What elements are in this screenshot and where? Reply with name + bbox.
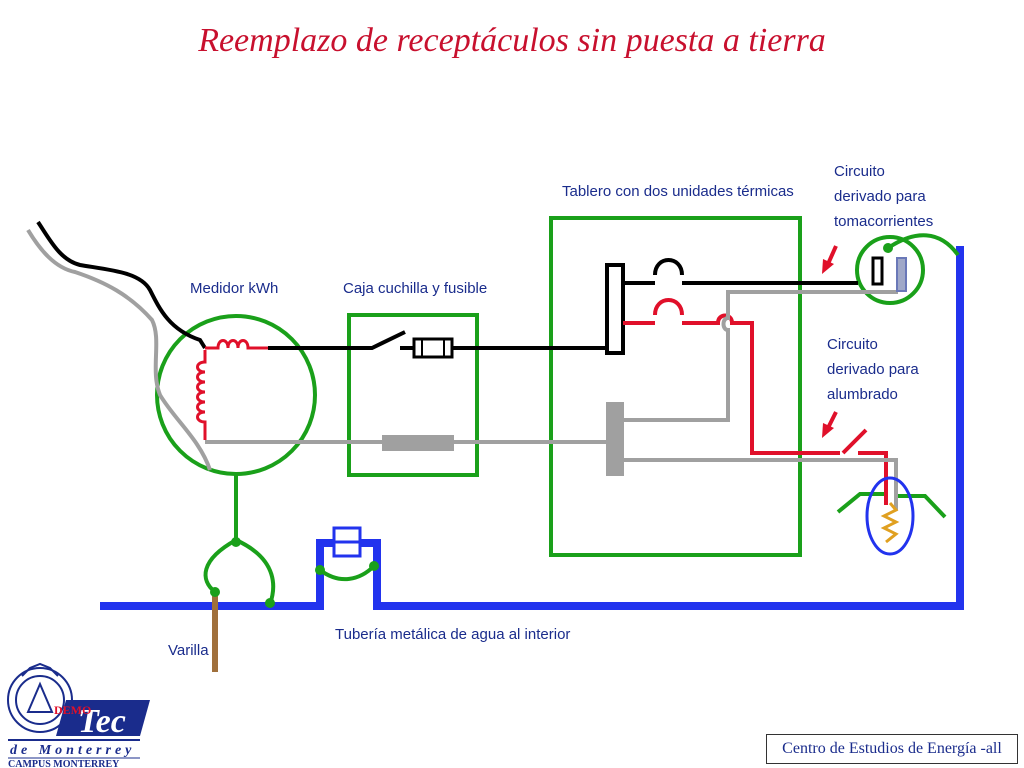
- neutral-link: [382, 435, 454, 451]
- switch-box-label: Caja cuchilla y fusible: [343, 280, 487, 297]
- outlet-circuit-label-1: Circuito: [834, 163, 885, 180]
- outlet-circuit-arrow: [822, 245, 838, 274]
- logo-badge: [56, 700, 150, 736]
- outlet-circuit-label-3: tomacorrientes: [834, 213, 933, 230]
- hot-busbar: [605, 263, 625, 355]
- water-valve: [332, 526, 362, 558]
- ground-bus: [100, 246, 964, 610]
- meter-label: Medidor kWh: [190, 280, 278, 297]
- outlet-hot-slot: [871, 256, 884, 286]
- seal-icon: [7, 662, 73, 733]
- page-title: Reemplazo de receptáculos sin puesta a t…: [198, 22, 826, 59]
- switch-box: [347, 313, 479, 477]
- lamp-bulb: [865, 476, 915, 556]
- neutral-conductors: [205, 290, 898, 510]
- outlet-neutral-slot: [896, 257, 907, 292]
- lighting-circuit-label-2: derivado para: [827, 361, 919, 378]
- meter-coils: [196, 339, 268, 440]
- lamp-filament: [880, 502, 900, 544]
- ground-conductors: [203, 233, 960, 605]
- logo-wordmark: Tec: [78, 703, 126, 740]
- ground-junctions: [210, 243, 893, 608]
- panel-label: Tablero con dos unidades térmicas: [562, 183, 794, 200]
- hot-conductor: [268, 258, 858, 350]
- outlet-circle: [855, 235, 925, 305]
- service-neutral-wire: [26, 228, 212, 471]
- lighting-circuit-label-3: alumbrado: [827, 386, 898, 403]
- fuse: [412, 337, 454, 359]
- logo-demo-overlay: DEMO: [54, 703, 91, 717]
- lighting-circuit-arrow: [822, 411, 838, 438]
- lighting-circuit-label-1: Circuito: [827, 336, 878, 353]
- footer-credit: Centro de Estudios de Energía -all: [766, 734, 1018, 764]
- logo-subtitle: de Monterrey: [10, 743, 135, 758]
- logo-campus: CAMPUS MONTERREY: [8, 759, 120, 768]
- panel-box: [549, 216, 802, 557]
- meter-circle: [155, 314, 317, 476]
- outlet-circuit-label-2: derivado para: [834, 188, 926, 205]
- pipe-label: Tubería metálica de agua al interior: [335, 626, 570, 643]
- service-hot-wire: [36, 220, 207, 350]
- tec-logo: Tec DEMO de Monterrey CAMPUS MONTERREY: [7, 662, 150, 768]
- rod-label: Varilla: [168, 642, 209, 659]
- neutral-busbar: [606, 402, 624, 476]
